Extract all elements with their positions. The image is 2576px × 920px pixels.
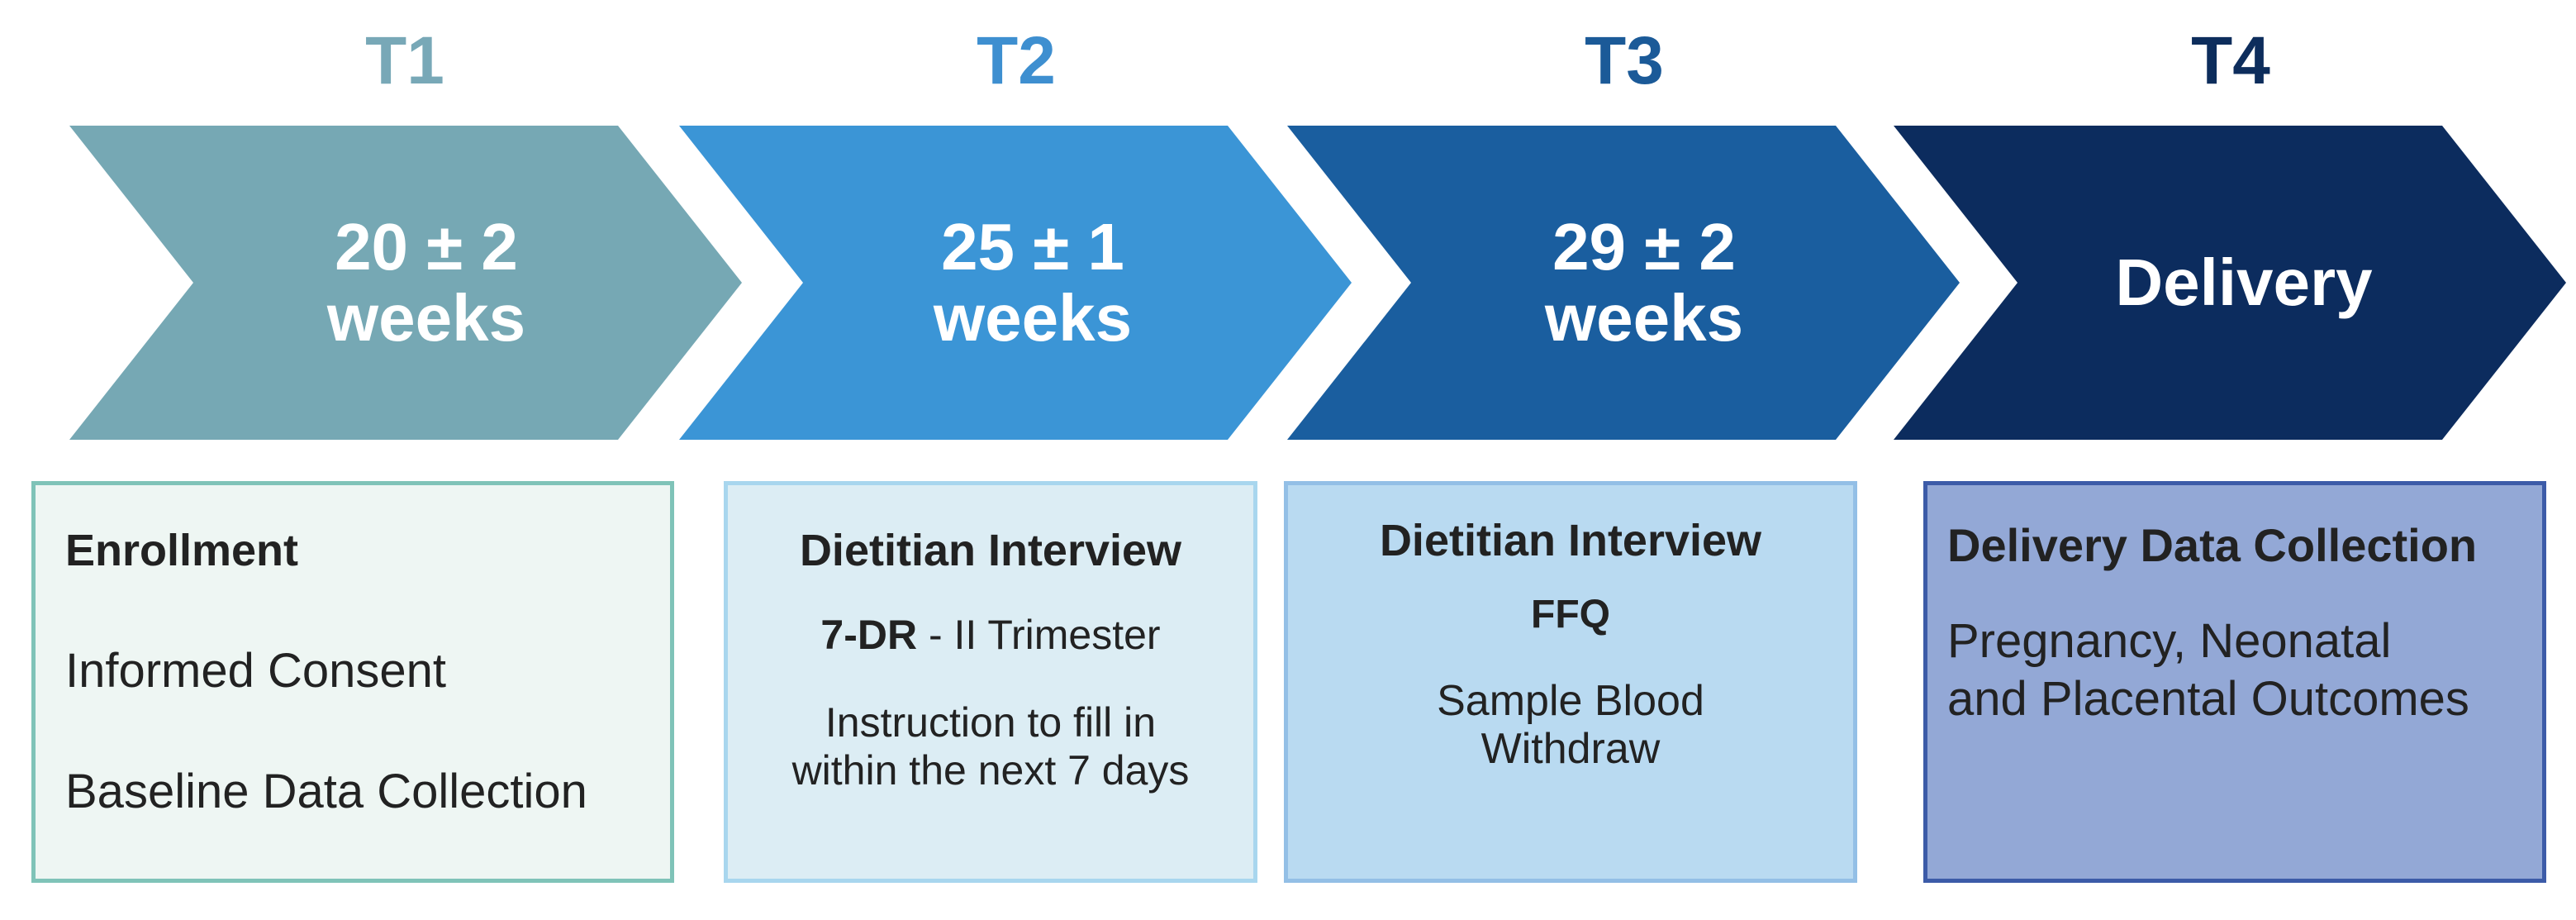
box-t1: Enrollment Informed Consent Baseline Dat… [31, 481, 674, 883]
box-t1-line1: Informed Consent [65, 644, 447, 698]
box-t2-line1-bold: 7-DR [820, 612, 918, 658]
box-t1-line2: Baseline Data Collection [65, 765, 587, 818]
arrow-t3 [1287, 126, 1960, 440]
box-t4: Delivery Data Collection Pregnancy, Neon… [1923, 481, 2546, 883]
timepoint-label-t2: T2 [977, 23, 1056, 98]
timing-t2: 25 ± 1 weeks [933, 210, 1133, 355]
timing-text-t1: 20 ± 2 weeks [195, 126, 658, 440]
box-t2-line2: Instruction to fill in within the next 7… [791, 699, 1190, 794]
box-t3-title: Dietitian Interview [1379, 516, 1762, 565]
box-t2: Dietitian Interview 7-DR - II Trimester … [724, 481, 1257, 883]
timing-t3: 29 ± 2 weeks [1544, 210, 1744, 355]
timepoint-label-t3: T3 [1585, 23, 1664, 98]
arrow-t1 [69, 126, 742, 440]
timepoint-label-t1: T1 [365, 23, 444, 98]
box-t3-line1: FFQ [1531, 593, 1610, 636]
box-t1-title: Enrollment [65, 526, 299, 575]
timing-text-t3: 29 ± 2 weeks [1413, 126, 1875, 440]
box-t4-title: Delivery Data Collection [1947, 519, 2478, 571]
timeline-arrows [69, 126, 2566, 440]
box-t3-line2: Sample Blood Withdraw [1437, 677, 1704, 773]
arrow-t2 [679, 126, 1352, 440]
box-t2-line1: 7-DR - II Trimester [728, 611, 1253, 659]
box-t4-line1: Pregnancy, Neonatal and Placental Outcom… [1947, 614, 2469, 726]
arrow-t4 [1894, 126, 2566, 440]
timing-t1: 20 ± 2 weeks [326, 210, 526, 355]
timing-t4: Delivery [2115, 245, 2373, 319]
timing-text-t4: Delivery [2013, 126, 2475, 440]
box-t2-line1-rest: - II Trimester [917, 612, 1161, 658]
timepoint-label-t4: T4 [2191, 23, 2270, 98]
box-t3: Dietitian Interview FFQ Sample Blood Wit… [1284, 481, 1857, 883]
timing-text-t2: 25 ± 1 weeks [801, 126, 1264, 440]
box-t2-title: Dietitian Interview [799, 526, 1182, 575]
